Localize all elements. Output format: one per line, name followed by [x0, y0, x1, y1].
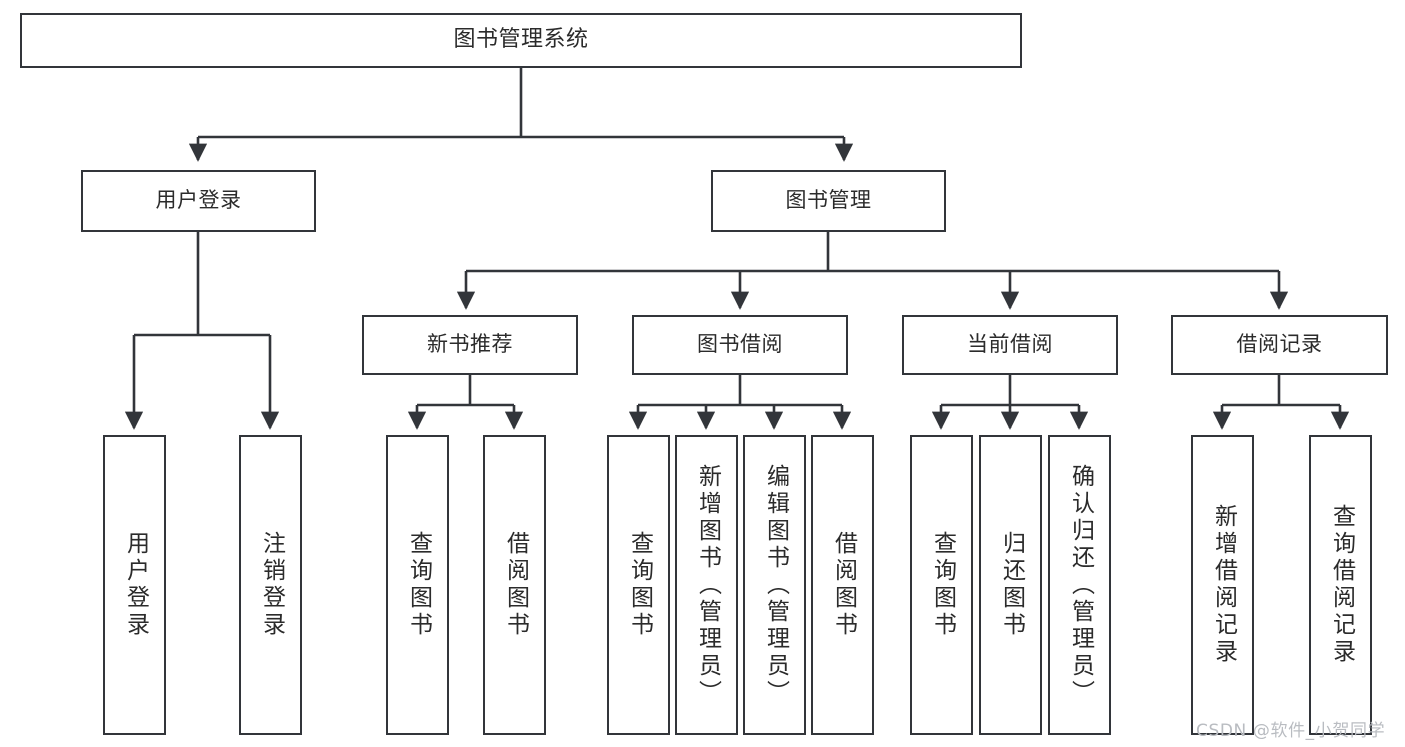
node-book-borrow[interactable]: 图书借阅 — [632, 315, 848, 375]
node-user-login[interactable]: 用户登录 — [81, 170, 316, 232]
node-label: 用户登录 — [155, 188, 242, 213]
node-borrow-records[interactable]: 借阅记录 — [1171, 315, 1388, 375]
leaf-book-borrow-query[interactable]: 查询图书 — [607, 435, 670, 735]
node-book-management[interactable]: 图书管理 — [711, 170, 946, 232]
node-label: 查询图书 — [405, 531, 432, 639]
leaf-user-login-login[interactable]: 用户登录 — [103, 435, 166, 735]
node-label: 新增借阅记录 — [1210, 504, 1237, 666]
watermark-text: CSDN @软件_小贺同学 — [1196, 721, 1386, 741]
node-label: 图书借阅 — [697, 332, 783, 357]
leaf-current-borrow-confirm-return[interactable]: 确认归还（管理员） — [1048, 435, 1111, 735]
node-label: 查询图书 — [929, 531, 956, 639]
node-label: 用户登录 — [122, 531, 149, 639]
node-label: 编辑图书（管理员） — [762, 463, 789, 707]
node-label: 注销登录 — [258, 531, 285, 639]
leaf-current-borrow-query[interactable]: 查询图书 — [910, 435, 973, 735]
node-root-system[interactable]: 图书管理系统 — [20, 13, 1022, 68]
leaf-user-login-logout[interactable]: 注销登录 — [239, 435, 302, 735]
node-label: 查询借阅记录 — [1328, 504, 1355, 666]
node-label: 新书推荐 — [427, 332, 513, 357]
node-new-book-recommend[interactable]: 新书推荐 — [362, 315, 578, 375]
node-label: 借阅记录 — [1236, 332, 1323, 357]
node-label: 归还图书 — [998, 531, 1025, 639]
node-label: 图书管理 — [785, 188, 872, 213]
node-label: 借阅图书 — [830, 531, 857, 639]
node-label: 当前借阅 — [967, 332, 1053, 357]
node-label: 确认归还（管理员） — [1067, 463, 1094, 707]
leaf-book-borrow-borrow[interactable]: 借阅图书 — [811, 435, 874, 735]
node-label: 新增图书（管理员） — [694, 463, 721, 707]
leaf-book-borrow-edit[interactable]: 编辑图书（管理员） — [743, 435, 806, 735]
node-current-borrow[interactable]: 当前借阅 — [902, 315, 1118, 375]
leaf-borrow-record-query[interactable]: 查询借阅记录 — [1309, 435, 1372, 735]
node-label: 图书管理系统 — [453, 27, 589, 53]
leaf-new-book-query[interactable]: 查询图书 — [386, 435, 449, 735]
leaf-borrow-record-add[interactable]: 新增借阅记录 — [1191, 435, 1254, 735]
leaf-current-borrow-return[interactable]: 归还图书 — [979, 435, 1042, 735]
node-label: 借阅图书 — [502, 531, 529, 639]
leaf-book-borrow-add[interactable]: 新增图书（管理员） — [675, 435, 738, 735]
leaf-new-book-borrow[interactable]: 借阅图书 — [483, 435, 546, 735]
node-label: 查询图书 — [626, 531, 653, 639]
